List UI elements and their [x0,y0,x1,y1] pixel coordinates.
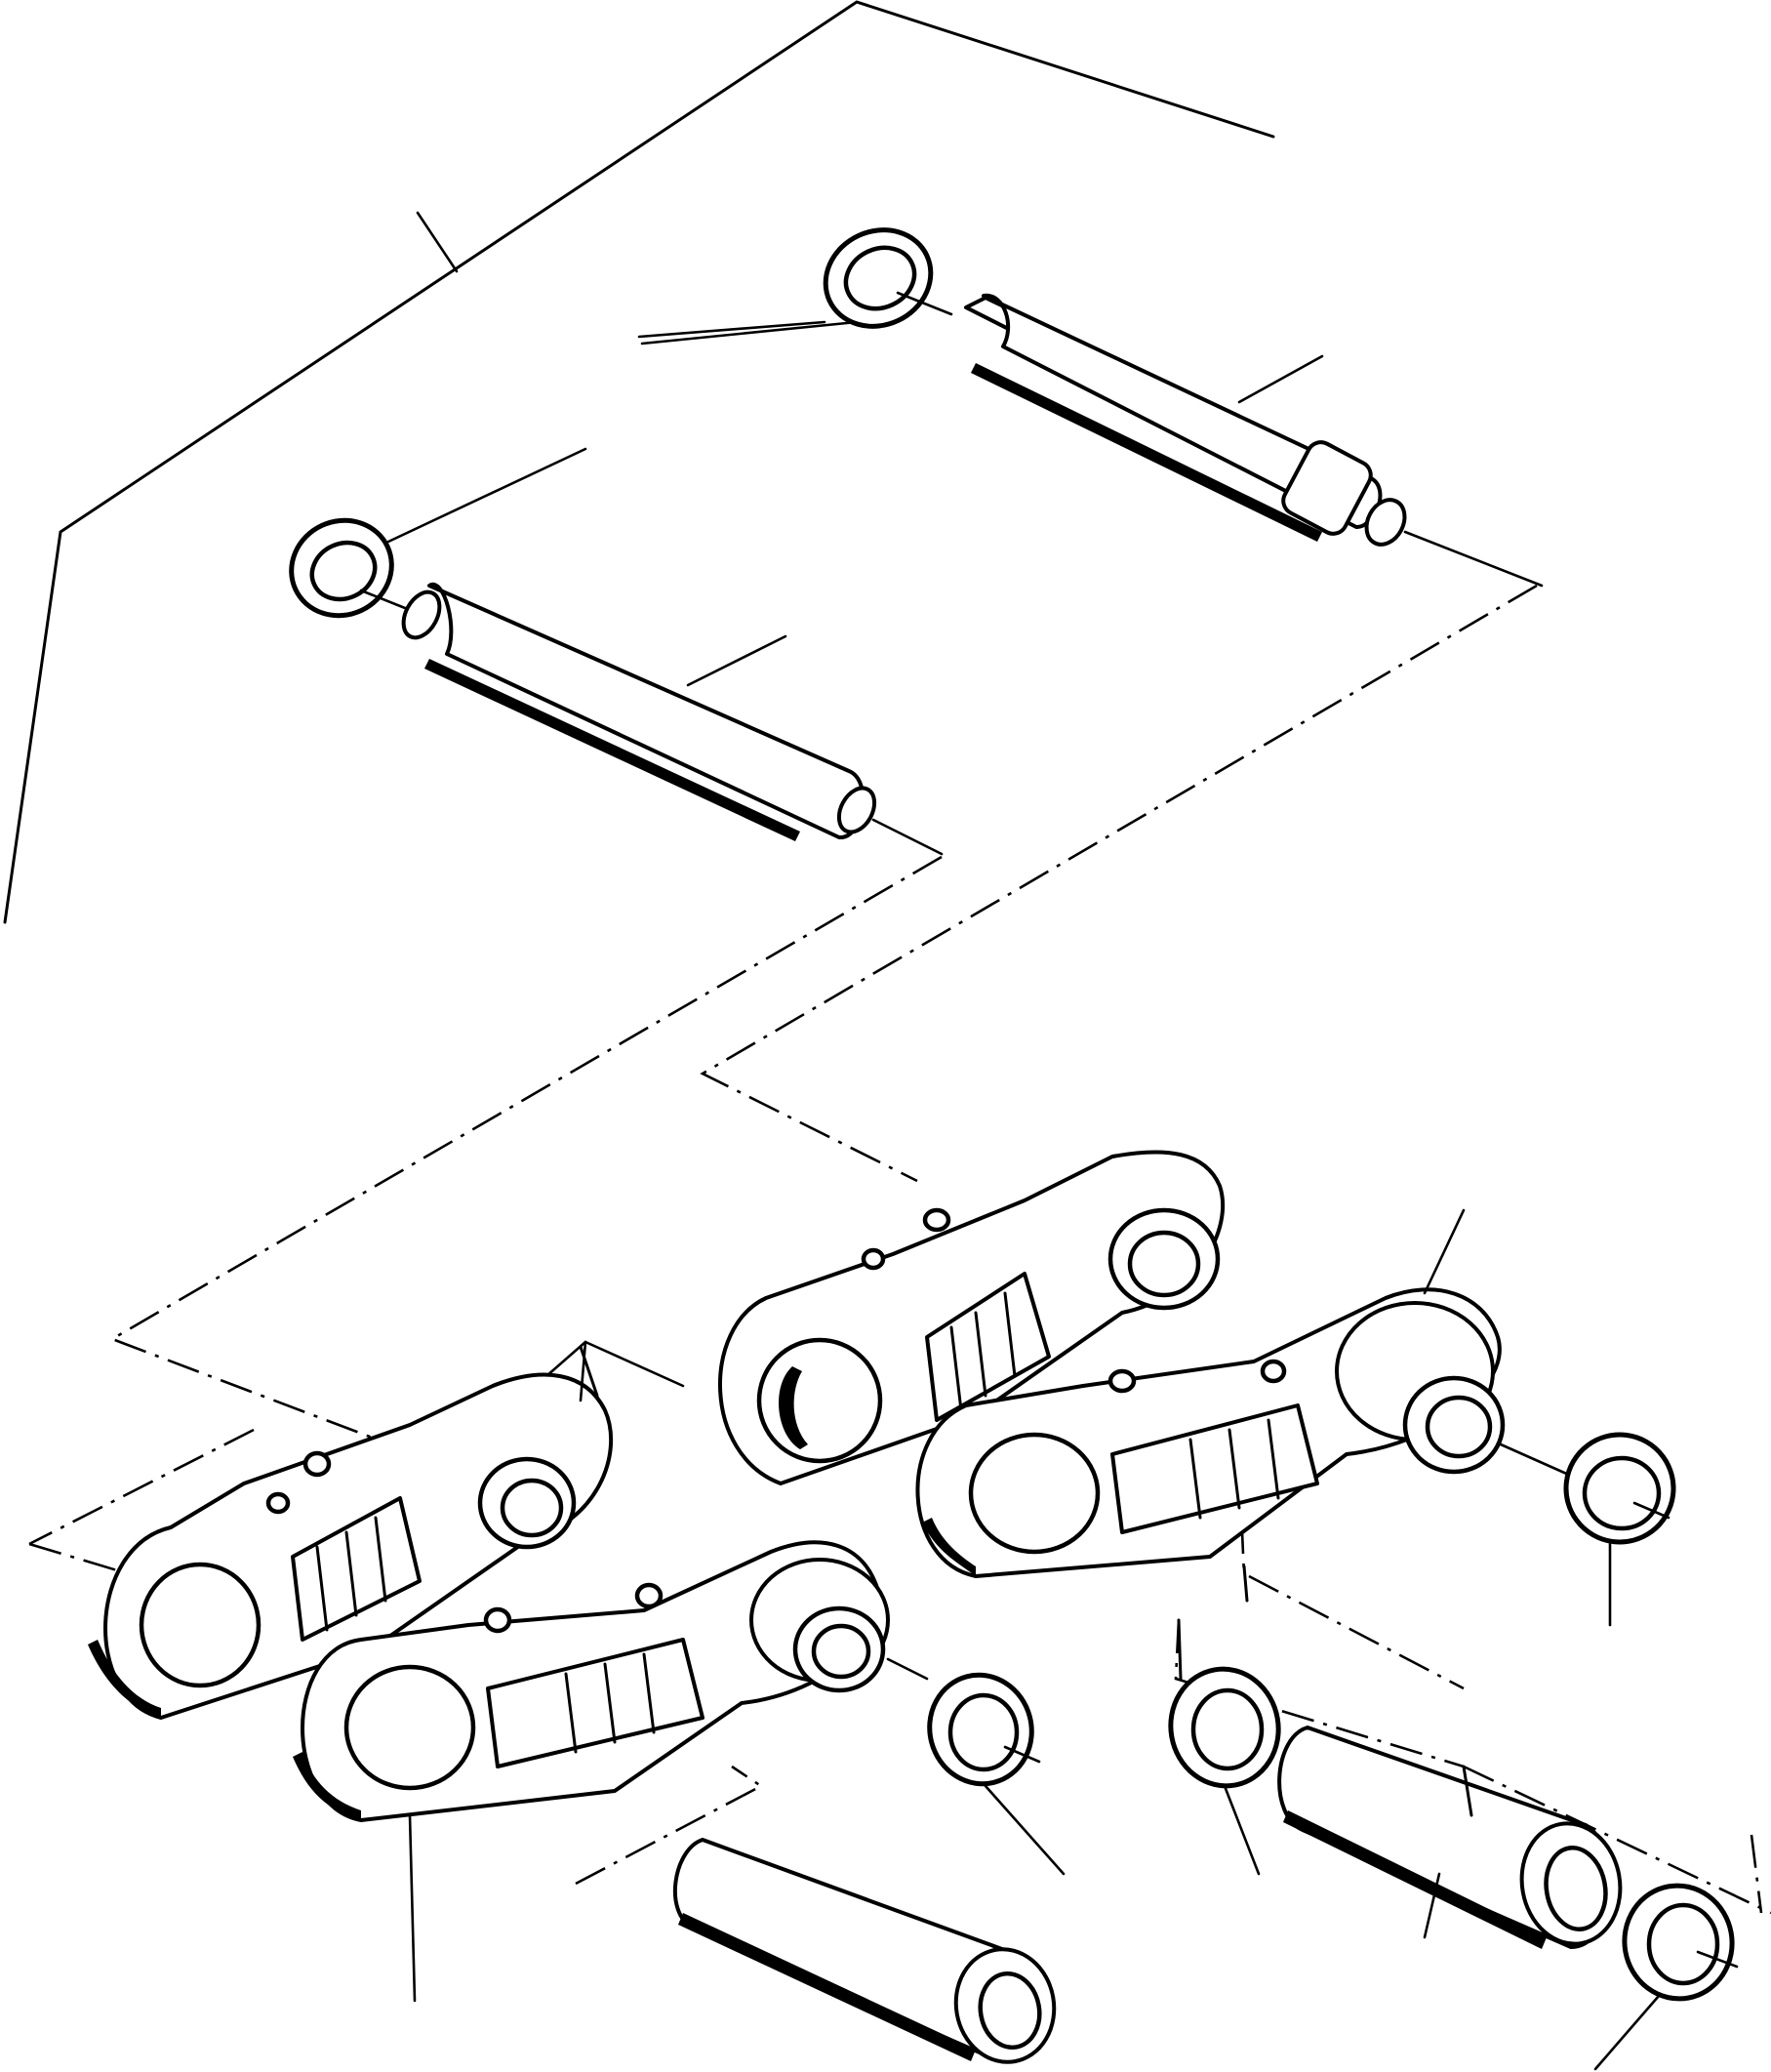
lower-bracket-leaders [579,1345,1473,1817]
seal-ring-upper-left [289,447,587,619]
group-bracket-lines [3,0,1275,924]
seal-ring-lower-middle [927,1672,1066,1876]
track-link-lower-left-front [293,1540,929,2003]
track-link-lower-left-back [88,1340,614,1720]
seal-ring-lower-right-a [1168,1666,1281,1876]
track-bushing-lower-right [1277,1726,1623,1949]
track-pin-upper-right [964,293,1544,588]
seal-ring-upper-right [637,227,953,339]
track-link-upper-right-back [544,1150,1226,1485]
track-pin-upper-left [401,582,944,856]
track-bushing-lower-left [672,1838,1057,2064]
seal-ring-right-middle [1563,1432,1676,1627]
seal-ring-lower-right-b [1593,1883,1739,2071]
track-link-upper-right-front [915,1208,1573,1578]
